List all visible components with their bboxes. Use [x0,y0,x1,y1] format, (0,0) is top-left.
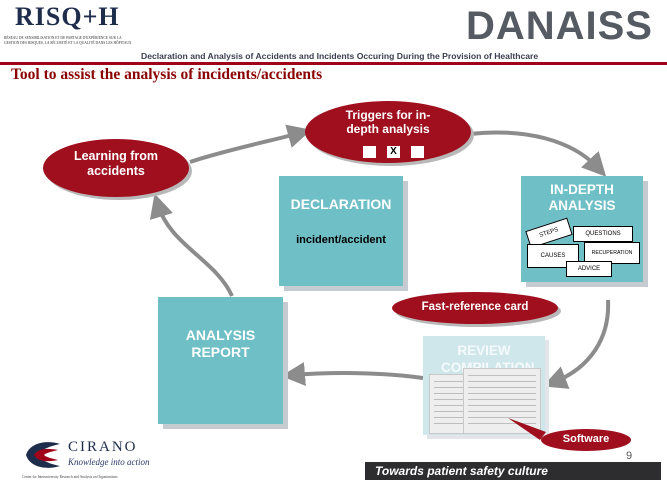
arrow-learning-to-triggers [189,124,312,164]
card-advice: ADVICE [566,261,612,277]
card-causes: CAUSES [527,244,579,268]
cirano-tagline: Knowledge into action [68,457,150,467]
document-thumbnail-2 [463,368,541,434]
header-rule [0,62,667,65]
culture-banner: Towards patient safety culture [365,462,661,480]
cirano-logo-icon [26,442,60,468]
card-recuperation: RECUPERATION [584,242,640,264]
indepth-title: IN-DEPTH ANALYSIS [548,182,616,213]
cirano-name: CIRANO [68,439,138,455]
report-title: ANALYSIS REPORT [185,327,256,360]
analysis-report-box: ANALYSIS REPORT [158,297,283,424]
software-oval: Software [541,429,631,451]
risqh-logo-line-1: RÉSEAU DE SENSIBILISATION ET DE PARTAGE … [4,36,122,40]
danaiss-title: DANAISS [465,4,653,48]
cirano-fullname: Center for Interuniversity Research and … [22,475,118,479]
learning-label: Learning from accidents [73,149,159,178]
review-compilation-box: REVIEW COMPILATION [423,336,545,435]
trigger-checkbox-1 [363,146,376,158]
danaiss-subtitle: Declaration and Analysis of Accidents an… [141,51,539,61]
declaration-subtitle: incident/accident [296,234,386,246]
declaration-box: DECLARATION incident/accident [279,176,403,286]
trigger-checkbox-3 [411,146,424,158]
card-questions: QUESTIONS [573,226,633,242]
arrow-indepth-to-review [542,299,611,389]
declaration-title: DECLARATION [290,196,392,212]
arrow-triggers-to-indepth [469,130,607,177]
trigger-checkbox-2: X [387,146,400,158]
fast-reference-label: Fast-reference card [421,301,529,313]
slide-title: Tool to assist the analysis of incidents… [11,66,323,83]
software-pointer [508,418,546,440]
learning-oval: Learning from accidents [43,139,189,197]
triggers-oval: Triggers for in-depth analysis X [305,101,471,163]
triggers-label: Triggers for in-depth analysis [345,108,431,136]
risqh-logo-line-2: GESTION DES RISQUES, LA SÉCURITÉ ET LA Q… [4,41,132,45]
fast-reference-oval: Fast-reference card [392,292,558,324]
software-label: Software [562,433,610,445]
arrow-report-to-learning [149,193,234,297]
page-number: 9 [626,450,633,462]
risqh-logo: RISQ+H [15,2,120,31]
arrow-review-to-report [281,362,424,386]
